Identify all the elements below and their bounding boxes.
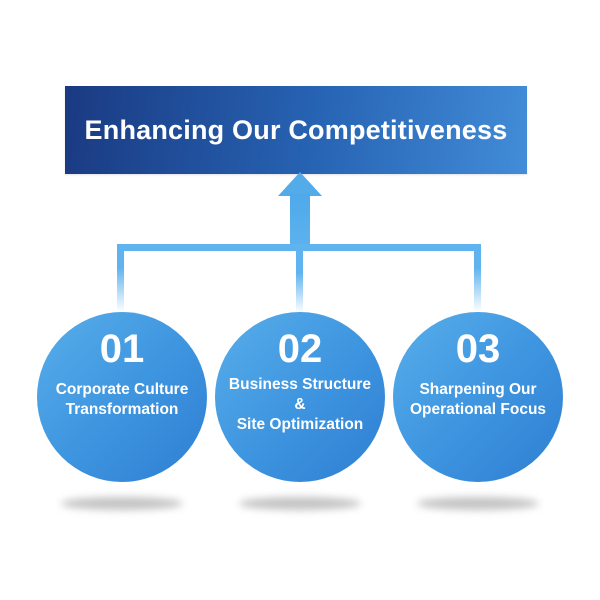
circle-01-label-line-2: Transformation	[65, 400, 179, 418]
circle-02-label-line-1: Business Structure	[228, 376, 372, 393]
circle-02-label-line-3: Site Optimization	[236, 415, 364, 433]
connector-horizontal-line	[117, 244, 481, 251]
up-arrow-icon	[278, 172, 322, 196]
circle-02-shadow	[239, 497, 361, 510]
circle-01-label-line-1: Corporate Culture	[55, 381, 189, 398]
connector-vertical-line-center	[296, 251, 303, 313]
circle-03-label: Sharpening Our Operational Focus	[410, 380, 546, 420]
circle-01-shadow	[61, 497, 183, 510]
connector-vertical-line-left	[117, 244, 124, 312]
header-title: Enhancing Our Competitiveness	[84, 114, 508, 145]
circle-01-label: Corporate Culture Transformation	[56, 380, 189, 420]
circle-02-label-line-2: &	[294, 395, 306, 413]
circle-03-shadow	[417, 497, 539, 510]
circle-03: 03 Sharpening Our Operational Focus	[393, 312, 563, 482]
circle-02-label: Business Structure & Site Optimization	[229, 375, 371, 434]
circle-01: 01 Corporate Culture Transformation	[37, 312, 207, 482]
circle-03-label-line-2: Operational Focus	[409, 400, 547, 418]
circle-01-number: 01	[99, 327, 145, 371]
connector-vertical-line-right	[474, 244, 481, 312]
circle-03-number: 03	[455, 327, 501, 371]
circle-02-number: 02	[277, 327, 323, 371]
circle-02: 02 Business Structure & Site Optimizatio…	[215, 312, 385, 482]
up-arrow-shaft	[290, 194, 310, 247]
header-banner: Enhancing Our Competitiveness	[65, 86, 527, 174]
circle-03-label-line-1: Sharpening Our	[419, 381, 537, 398]
